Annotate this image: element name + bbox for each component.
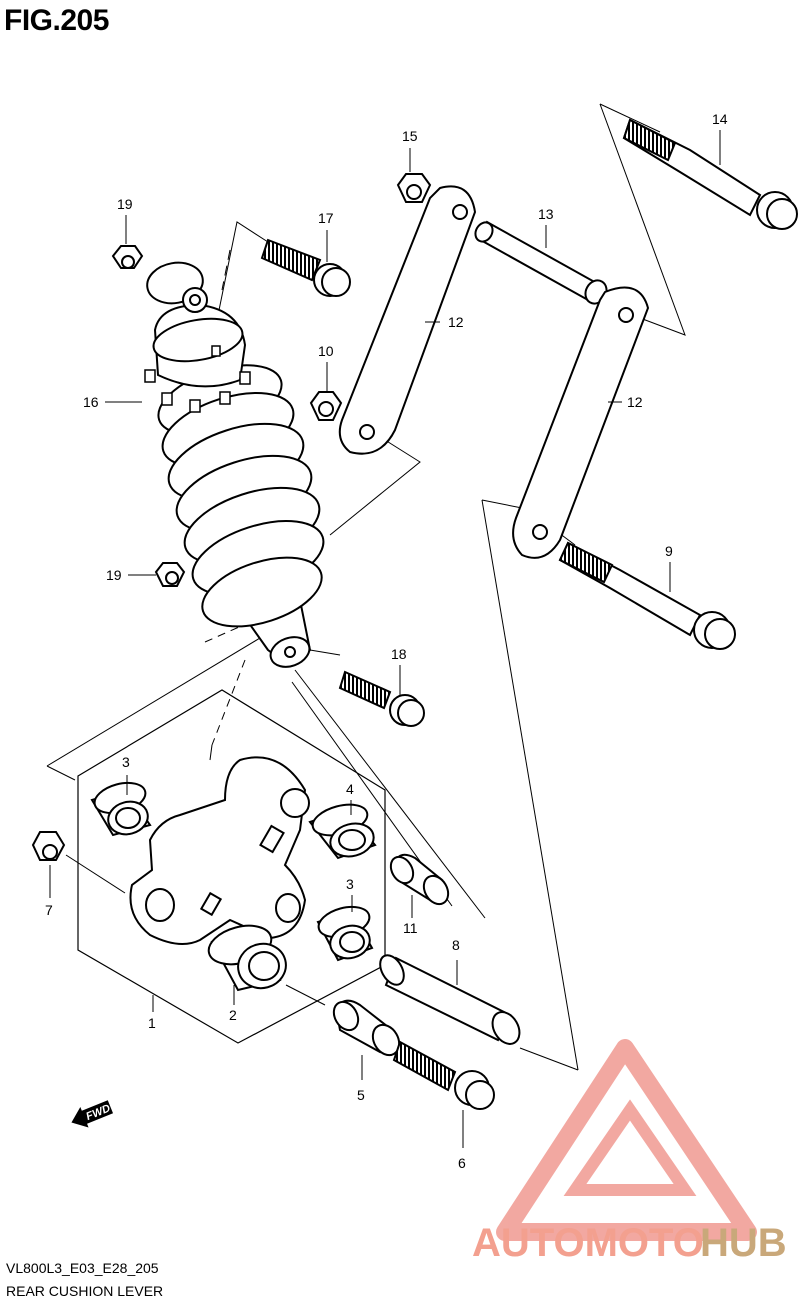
callout-2: 2: [229, 1007, 237, 1023]
callout-19a: 19: [117, 196, 133, 212]
nut-15[interactable]: [396, 173, 432, 203]
model-code: VL800L3_E03_E28_205: [6, 1260, 159, 1276]
watermark-text: AUTOMOTO HUB: [472, 1221, 787, 1265]
callout-5: 5: [357, 1087, 365, 1103]
watermark-part1: AUTOMOTO: [472, 1221, 704, 1265]
callout-19b: 19: [106, 567, 122, 583]
callout-labels: 1 2 3 3 3 4 5 6 7 8 9 10 11 12 12 13 14 …: [45, 111, 728, 1171]
spacer-8[interactable]: [375, 951, 525, 1049]
figure-name: REAR CUSHION LEVER: [6, 1283, 164, 1299]
nut-7[interactable]: [31, 831, 66, 861]
fwd-arrow-icon: FWD: [71, 1100, 114, 1128]
callout-15: 15: [402, 128, 418, 144]
bolt-18[interactable]: [338, 670, 425, 727]
callout-18: 18: [391, 646, 407, 662]
callout-13: 13: [538, 206, 554, 222]
callout-12a: 12: [448, 314, 464, 330]
bushing-2[interactable]: [204, 919, 290, 993]
callout-10: 10: [318, 343, 334, 359]
cushion-lever-1[interactable]: [129, 756, 310, 945]
spacer-11[interactable]: [386, 853, 453, 909]
spacer-13[interactable]: [472, 219, 611, 307]
callout-4: 4: [346, 781, 354, 797]
watermark-part2: HUB: [700, 1221, 787, 1265]
callout-17: 17: [318, 210, 334, 226]
bolt-17[interactable]: [260, 238, 351, 297]
leader-lines: [49, 130, 721, 1148]
cushion-rod-12-left[interactable]: [338, 185, 477, 455]
bushing-3-upper-left[interactable]: [90, 778, 152, 839]
bolt-6[interactable]: [392, 1040, 495, 1110]
watermark-logo: [496, 1039, 757, 1241]
callout-14: 14: [712, 111, 728, 127]
cushion-rod-12-right[interactable]: [512, 286, 650, 559]
bolt-9[interactable]: [558, 541, 736, 650]
figure-title: FIG.205: [4, 4, 109, 37]
bushing-3-right[interactable]: [315, 902, 374, 963]
spacer-5[interactable]: [329, 998, 404, 1060]
bolt-14[interactable]: [622, 118, 798, 230]
assembly-guide-lines: [46, 103, 686, 1071]
callout-3a: 3: [122, 754, 130, 770]
nut-10[interactable]: [309, 391, 343, 421]
rear-shock-absorber[interactable]: [144, 258, 333, 672]
callout-6: 6: [458, 1155, 466, 1171]
callout-11: 11: [403, 920, 418, 936]
callout-1: 1: [148, 1015, 156, 1031]
callout-12b: 12: [627, 394, 643, 410]
callout-7: 7: [45, 902, 53, 918]
nut-19-lower[interactable]: [154, 562, 186, 587]
callout-3b: 3: [346, 876, 354, 892]
callout-8: 8: [452, 937, 460, 953]
bushing-4[interactable]: [308, 799, 377, 861]
callout-9: 9: [665, 543, 673, 559]
fwd-label: FWD: [84, 1102, 112, 1123]
nut-19-top[interactable]: [111, 245, 144, 269]
callout-16: 16: [83, 394, 99, 410]
